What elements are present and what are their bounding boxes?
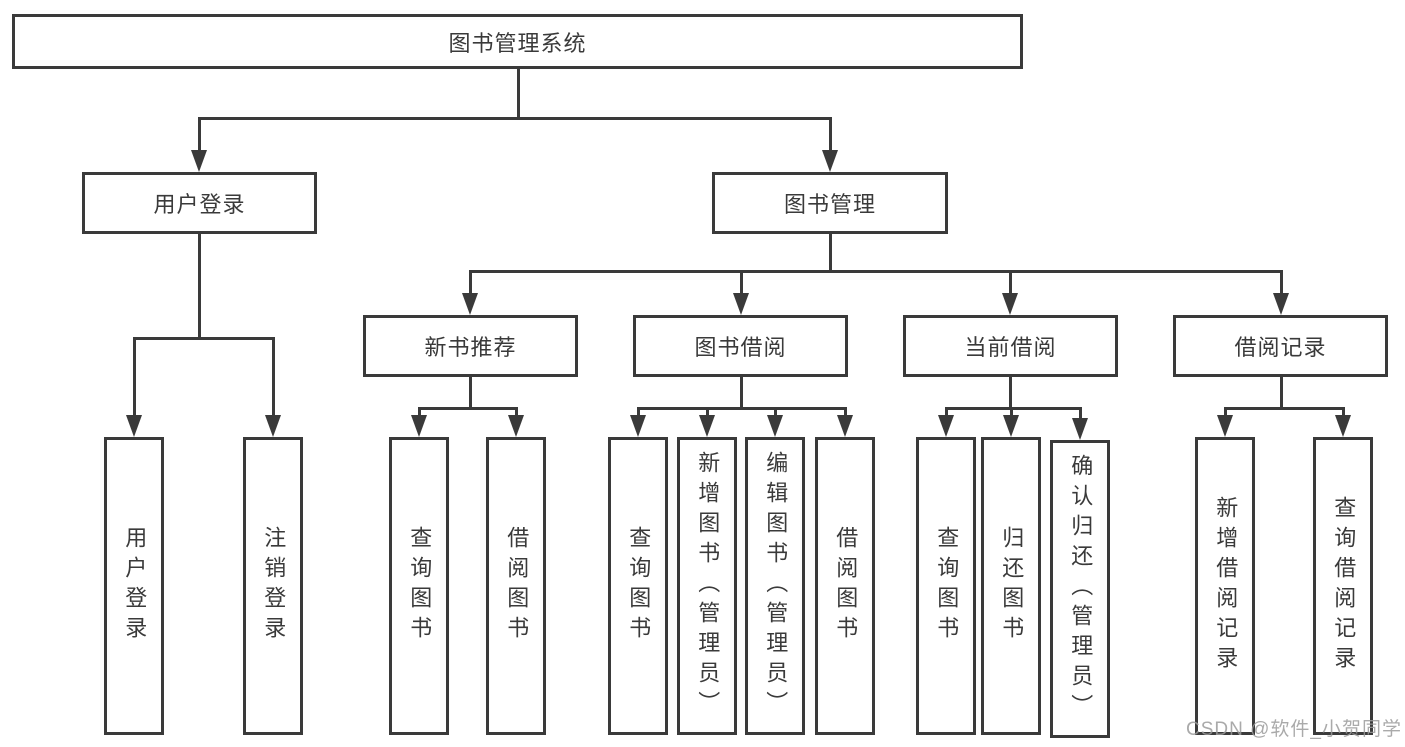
leaf-borrow-books-2-label: 借阅图书 <box>833 526 859 646</box>
connector-borrowing-records-stem <box>1280 377 1283 409</box>
connector-drop-leaf <box>844 407 847 417</box>
node-new-book-recommend-label: 新书推荐 <box>424 335 517 360</box>
leaf-borrow-books-1: 借阅图书 <box>486 437 546 735</box>
connector-user-login-crossbar <box>133 337 275 340</box>
node-new-book-recommend: 新书推荐 <box>363 315 578 377</box>
node-borrowing-records: 借阅记录 <box>1173 315 1388 377</box>
leaf-add-book-admin-label: 新增图书（管理员） <box>695 451 721 721</box>
node-book-management: 图书管理 <box>712 172 948 234</box>
leaf-query-borrow-record-label: 查询借阅记录 <box>1331 496 1357 676</box>
arrowhead-down-icon <box>767 415 783 437</box>
connector-book-management-crossbar <box>469 270 1281 273</box>
arrowhead-down-icon <box>1003 415 1019 437</box>
connector-new-book-recommend-crossbar <box>418 407 518 410</box>
node-book-management-label: 图书管理 <box>783 192 876 217</box>
leaf-add-borrow-record-label: 新增借阅记录 <box>1213 496 1239 676</box>
leaf-return-book: 归还图书 <box>981 437 1041 735</box>
node-root-system: 图书管理系统 <box>12 14 1023 69</box>
leaf-confirm-return-admin-label: 确认归还（管理员） <box>1068 454 1094 724</box>
leaf-query-books-3: 查询图书 <box>916 437 976 735</box>
leaf-logout: 注销登录 <box>243 437 303 735</box>
connector-drop-leaf-logout <box>272 337 275 416</box>
leaf-return-book-label: 归还图书 <box>999 526 1025 646</box>
connector-user-login-stem <box>198 234 201 339</box>
arrowhead-down-icon <box>411 415 427 437</box>
connector-drop-leaf <box>774 407 777 417</box>
arrowhead-down-icon <box>126 415 142 437</box>
connector-drop-leaf <box>1342 407 1345 417</box>
arrowhead-down-icon <box>508 415 524 437</box>
node-user-login-label: 用户登录 <box>153 192 246 217</box>
arrowhead-down-icon <box>265 415 281 437</box>
arrowhead-down-icon <box>630 415 646 437</box>
arrowhead-down-icon <box>837 415 853 437</box>
arrowhead-down-icon <box>1217 415 1233 437</box>
connector-current-borrowing-stem <box>1009 377 1012 409</box>
arrowhead-down-icon <box>191 150 207 172</box>
connector-borrowing-records-crossbar <box>1224 407 1344 410</box>
csdn-watermark: CSDN @软件_小贺同学 <box>1186 719 1402 740</box>
leaf-add-borrow-record: 新增借阅记录 <box>1195 437 1255 735</box>
arrowhead-down-icon <box>1002 293 1018 315</box>
connector-drop-leaf <box>1079 407 1082 420</box>
node-root-label: 图书管理系统 <box>448 30 587 56</box>
leaf-edit-book-admin: 编辑图书（管理员） <box>745 437 805 735</box>
connector-book-management-stem <box>829 234 832 272</box>
arrowhead-down-icon <box>699 415 715 437</box>
connector-current-borrowing-crossbar <box>945 407 1081 410</box>
arrowhead-down-icon <box>1273 293 1289 315</box>
leaf-query-books-2-label: 查询图书 <box>626 526 652 646</box>
arrowhead-down-icon <box>938 415 954 437</box>
connector-new-book-recommend-stem <box>469 377 472 409</box>
arrowhead-down-icon <box>462 293 478 315</box>
leaf-borrow-books-1-label: 借阅图书 <box>504 526 530 646</box>
connector-drop-user-login <box>198 117 201 152</box>
connector-drop-leaf <box>945 407 948 417</box>
arrowhead-down-icon <box>733 293 749 315</box>
arrowhead-down-icon <box>822 150 838 172</box>
leaf-query-books-1: 查询图书 <box>389 437 449 735</box>
connector-drop-leaf <box>515 407 518 417</box>
leaf-query-books-1-label: 查询图书 <box>407 526 433 646</box>
leaf-logout-label: 注销登录 <box>261 526 287 646</box>
connector-drop-current-borrowing <box>1009 270 1012 295</box>
connector-book-borrowing-crossbar <box>637 407 845 410</box>
node-current-borrowing: 当前借阅 <box>903 315 1118 377</box>
leaf-user-login: 用户登录 <box>104 437 164 735</box>
connector-root-stem <box>517 69 520 119</box>
node-current-borrowing-label: 当前借阅 <box>964 335 1057 360</box>
leaf-add-book-admin: 新增图书（管理员） <box>677 437 737 735</box>
connector-root-crossbar <box>198 117 831 120</box>
connector-drop-leaf <box>418 407 421 417</box>
leaf-query-borrow-record: 查询借阅记录 <box>1313 437 1373 735</box>
arrowhead-down-icon <box>1335 415 1351 437</box>
leaf-confirm-return-admin: 确认归还（管理员） <box>1050 440 1110 738</box>
connector-drop-leaf <box>706 407 709 417</box>
leaf-query-books-2: 查询图书 <box>608 437 668 735</box>
node-book-borrowing-label: 图书借阅 <box>694 335 787 360</box>
connector-book-borrowing-stem <box>740 377 743 409</box>
leaf-user-login-label: 用户登录 <box>122 526 148 646</box>
connector-drop-leaf-user-login <box>133 337 136 416</box>
connector-drop-leaf <box>637 407 640 417</box>
connector-drop-new-book-recommend <box>469 270 472 295</box>
arrowhead-down-icon <box>1072 418 1088 440</box>
connector-drop-borrowing-records <box>1280 270 1283 295</box>
leaf-borrow-books-2: 借阅图书 <box>815 437 875 735</box>
connector-drop-book-borrowing <box>740 270 743 295</box>
connector-drop-leaf <box>1010 407 1013 417</box>
node-user-login: 用户登录 <box>82 172 317 234</box>
connector-drop-book-management <box>829 117 832 152</box>
node-borrowing-records-label: 借阅记录 <box>1234 335 1327 360</box>
leaf-query-books-3-label: 查询图书 <box>934 526 960 646</box>
leaf-edit-book-admin-label: 编辑图书（管理员） <box>763 451 789 721</box>
connector-drop-leaf <box>1224 407 1227 417</box>
node-book-borrowing: 图书借阅 <box>633 315 848 377</box>
